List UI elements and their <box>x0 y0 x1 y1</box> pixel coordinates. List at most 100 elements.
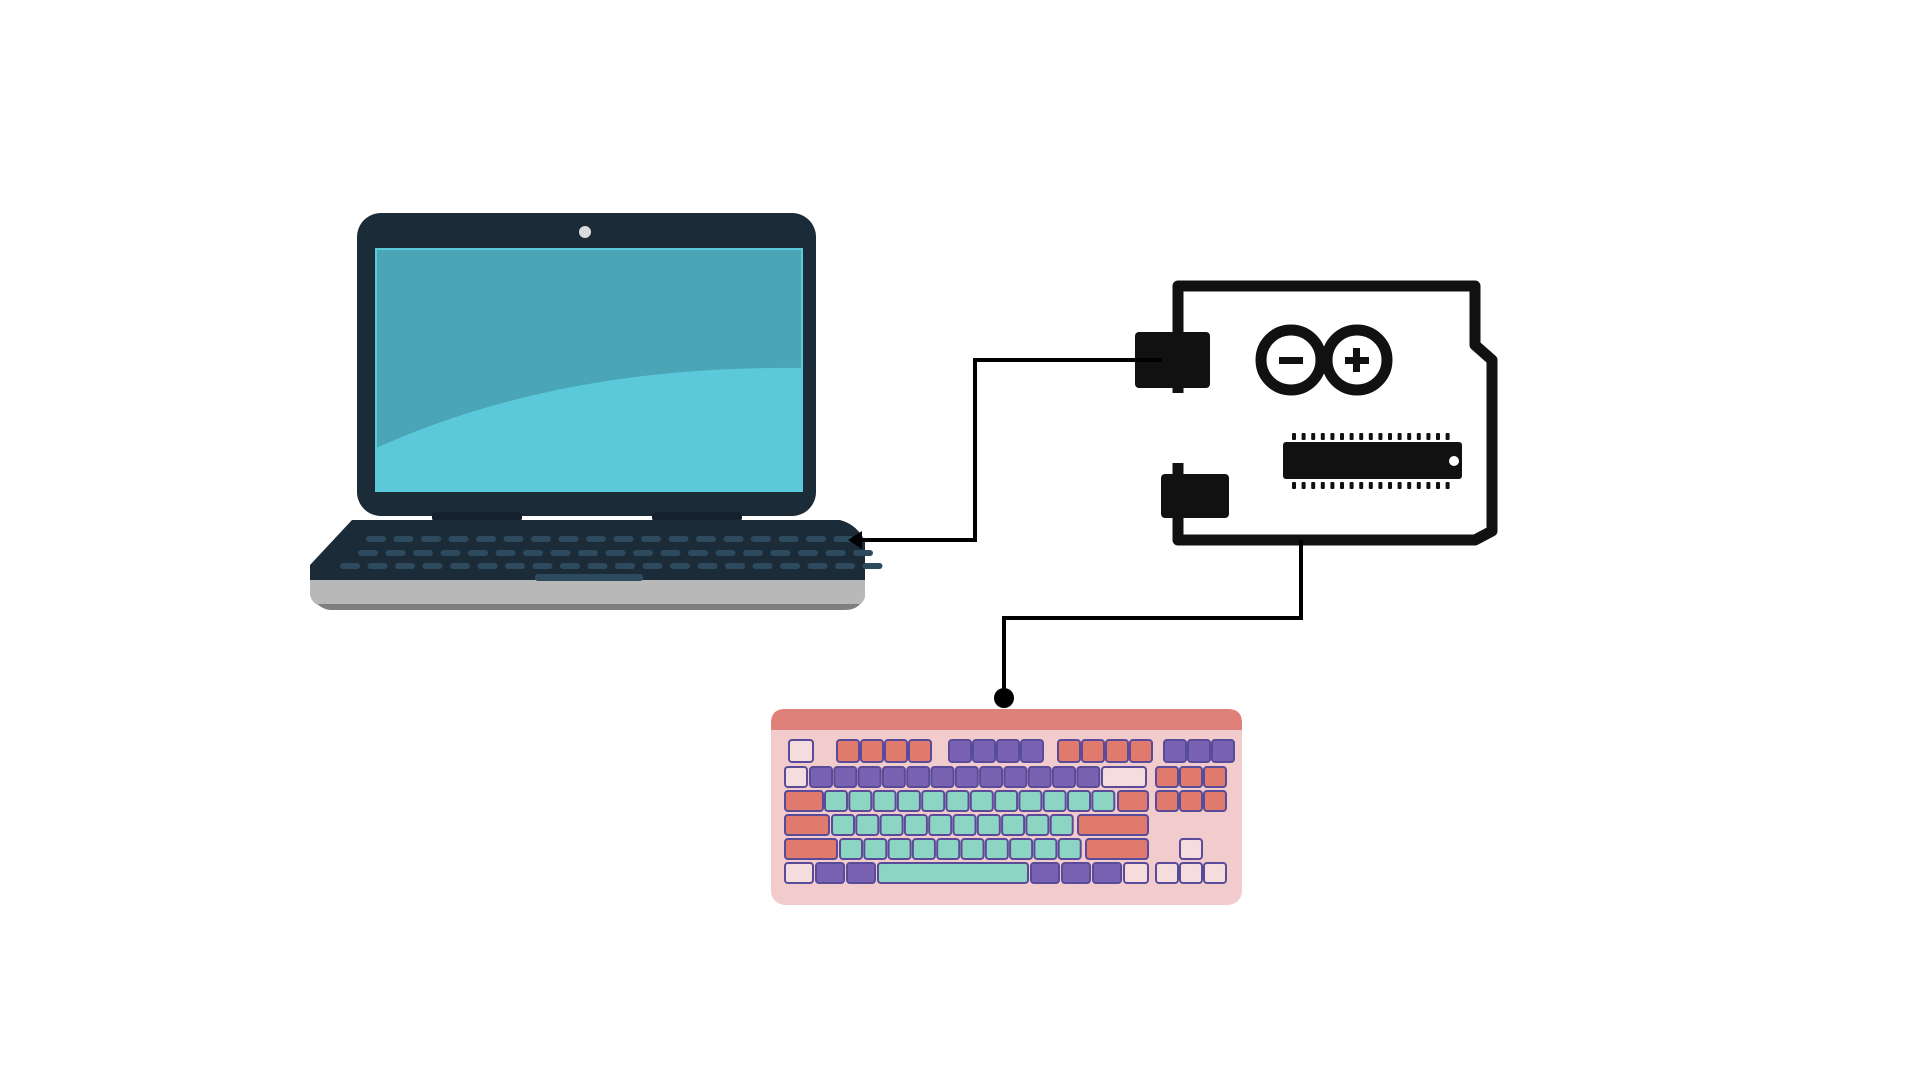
key <box>1368 482 1373 489</box>
key <box>872 790 897 812</box>
key <box>633 550 653 556</box>
key <box>784 790 824 812</box>
key <box>1033 838 1058 860</box>
key <box>1052 766 1076 788</box>
key <box>422 563 443 569</box>
key <box>879 814 904 836</box>
key <box>1311 482 1316 489</box>
key <box>1203 766 1227 788</box>
key <box>1027 766 1052 788</box>
key <box>921 790 946 812</box>
key <box>1292 433 1296 440</box>
key <box>1407 433 1412 440</box>
key <box>1129 739 1153 763</box>
key <box>668 536 689 542</box>
key <box>660 550 681 556</box>
key <box>1117 790 1149 812</box>
key <box>1211 739 1235 763</box>
key <box>615 563 635 569</box>
key <box>784 814 830 836</box>
key <box>523 550 543 556</box>
key <box>984 838 1009 860</box>
key <box>1155 790 1179 812</box>
key <box>578 550 598 556</box>
key <box>1042 790 1067 812</box>
key <box>1067 790 1091 812</box>
key <box>385 550 406 556</box>
key <box>421 536 441 542</box>
key <box>1105 739 1129 763</box>
key <box>1018 790 1043 812</box>
key <box>784 862 814 884</box>
key <box>697 563 718 569</box>
key <box>503 536 524 542</box>
key <box>723 536 744 542</box>
key <box>413 550 433 556</box>
key <box>1179 766 1203 788</box>
key <box>366 536 386 542</box>
key <box>887 838 912 860</box>
key <box>1426 482 1431 489</box>
key <box>1179 838 1203 860</box>
key <box>846 862 876 884</box>
key <box>979 766 1004 788</box>
key <box>1320 482 1325 489</box>
key <box>1388 433 1392 440</box>
key <box>1436 433 1440 440</box>
connection-arduino-to-laptop <box>848 358 1162 549</box>
key <box>1359 482 1364 489</box>
key <box>743 550 763 556</box>
key <box>613 536 634 542</box>
key <box>532 563 553 569</box>
microcontroller-chip <box>1283 433 1462 489</box>
key <box>1368 433 1373 440</box>
key <box>930 766 955 788</box>
key <box>1397 433 1402 440</box>
key <box>806 536 826 542</box>
key <box>1397 482 1402 489</box>
key <box>1081 739 1105 763</box>
key <box>1301 433 1306 440</box>
key <box>1077 814 1149 836</box>
key <box>1030 862 1060 884</box>
key <box>642 563 663 569</box>
key <box>535 574 643 581</box>
key <box>688 550 708 556</box>
key <box>550 550 571 556</box>
arrowhead <box>848 531 862 549</box>
key <box>936 838 961 860</box>
key <box>1085 838 1149 860</box>
key <box>860 739 884 763</box>
key <box>784 838 838 860</box>
key <box>770 550 791 556</box>
key <box>448 536 469 542</box>
key <box>833 536 854 542</box>
key <box>1340 482 1344 489</box>
key <box>1123 862 1149 884</box>
key <box>1091 790 1116 812</box>
key <box>1057 838 1082 860</box>
connection-arduino-to-keyboard <box>994 540 1303 708</box>
key <box>1416 482 1421 489</box>
key <box>833 766 858 788</box>
key <box>476 536 496 542</box>
key <box>835 563 855 569</box>
key <box>1330 433 1335 440</box>
key <box>780 563 800 569</box>
key <box>896 790 921 812</box>
key <box>367 563 388 569</box>
key <box>954 766 979 788</box>
key <box>531 536 551 542</box>
key <box>395 563 415 569</box>
key <box>1340 433 1344 440</box>
key <box>1349 482 1354 489</box>
key <box>994 790 1019 812</box>
arduino-board-icon <box>1135 280 1498 546</box>
key <box>1407 482 1412 489</box>
key <box>1301 482 1306 489</box>
key <box>696 536 716 542</box>
key <box>440 550 461 556</box>
key <box>1378 433 1383 440</box>
